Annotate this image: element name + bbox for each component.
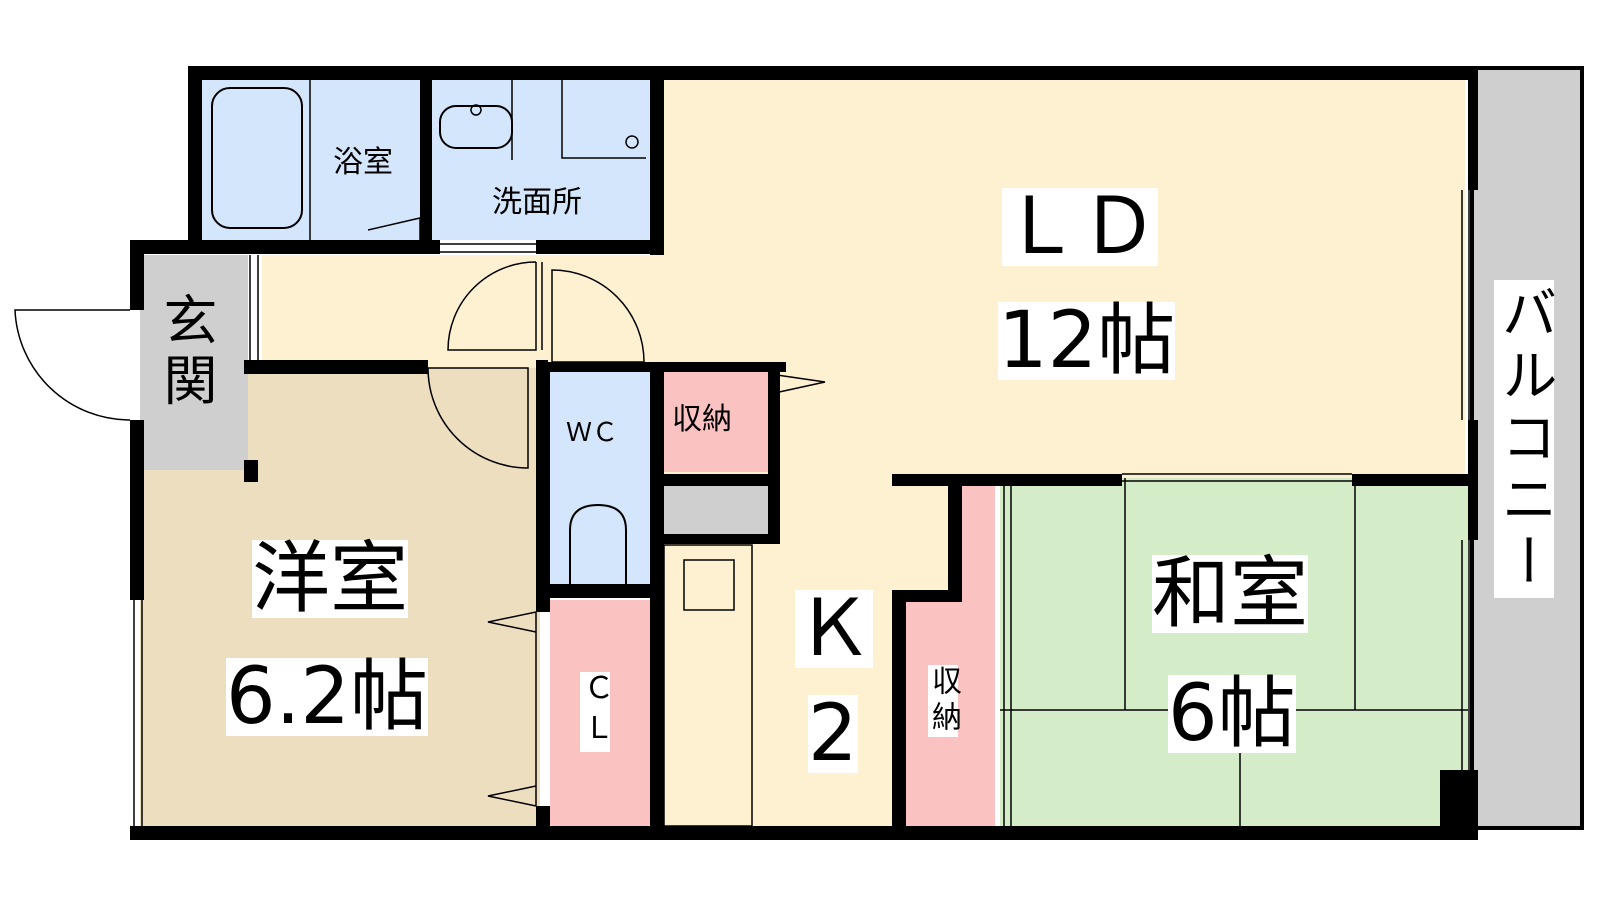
- ld-area: [262, 80, 1465, 826]
- entrance-area: [140, 255, 248, 470]
- bathtub-icon: [211, 87, 303, 229]
- wc-name: ＷＣ: [566, 418, 619, 448]
- storage-japanese-area: [900, 484, 995, 826]
- japanese-room-size: 6帖: [1168, 669, 1296, 759]
- window-lines: [133, 190, 1470, 826]
- western-room-name: 洋室: [252, 534, 409, 624]
- entrance-name: 玄関: [154, 292, 217, 412]
- western-room-size: 6.2帖: [226, 652, 429, 742]
- kitchen-counter: [663, 544, 753, 827]
- washroom-name: 洗面所: [492, 185, 582, 220]
- toilet-icon: [569, 503, 627, 586]
- kitchen-room-name: Ｋ: [795, 584, 874, 674]
- ld-room-name: ＬＤ: [1002, 182, 1159, 272]
- storage-upper-name: 収納: [672, 402, 732, 437]
- balcony-name: バルコニー: [1492, 280, 1557, 598]
- ld-room-size: 12帖: [998, 296, 1176, 386]
- wc-area: [550, 370, 650, 588]
- sink-icon: [683, 559, 735, 611]
- walls: [130, 66, 1478, 840]
- japanese-room-name: 和室: [1152, 549, 1309, 639]
- bath-room-name: 浴室: [333, 145, 393, 180]
- kitchen-room-size: 2: [808, 689, 858, 779]
- closet-name: ＣＬ: [578, 672, 613, 752]
- bath-area: [200, 80, 430, 240]
- storage-gray-area: [664, 486, 768, 534]
- storage-upper-area: [664, 372, 768, 472]
- japanese-room-area: [1000, 478, 1468, 826]
- storage-japanese-name: 収納: [926, 665, 961, 737]
